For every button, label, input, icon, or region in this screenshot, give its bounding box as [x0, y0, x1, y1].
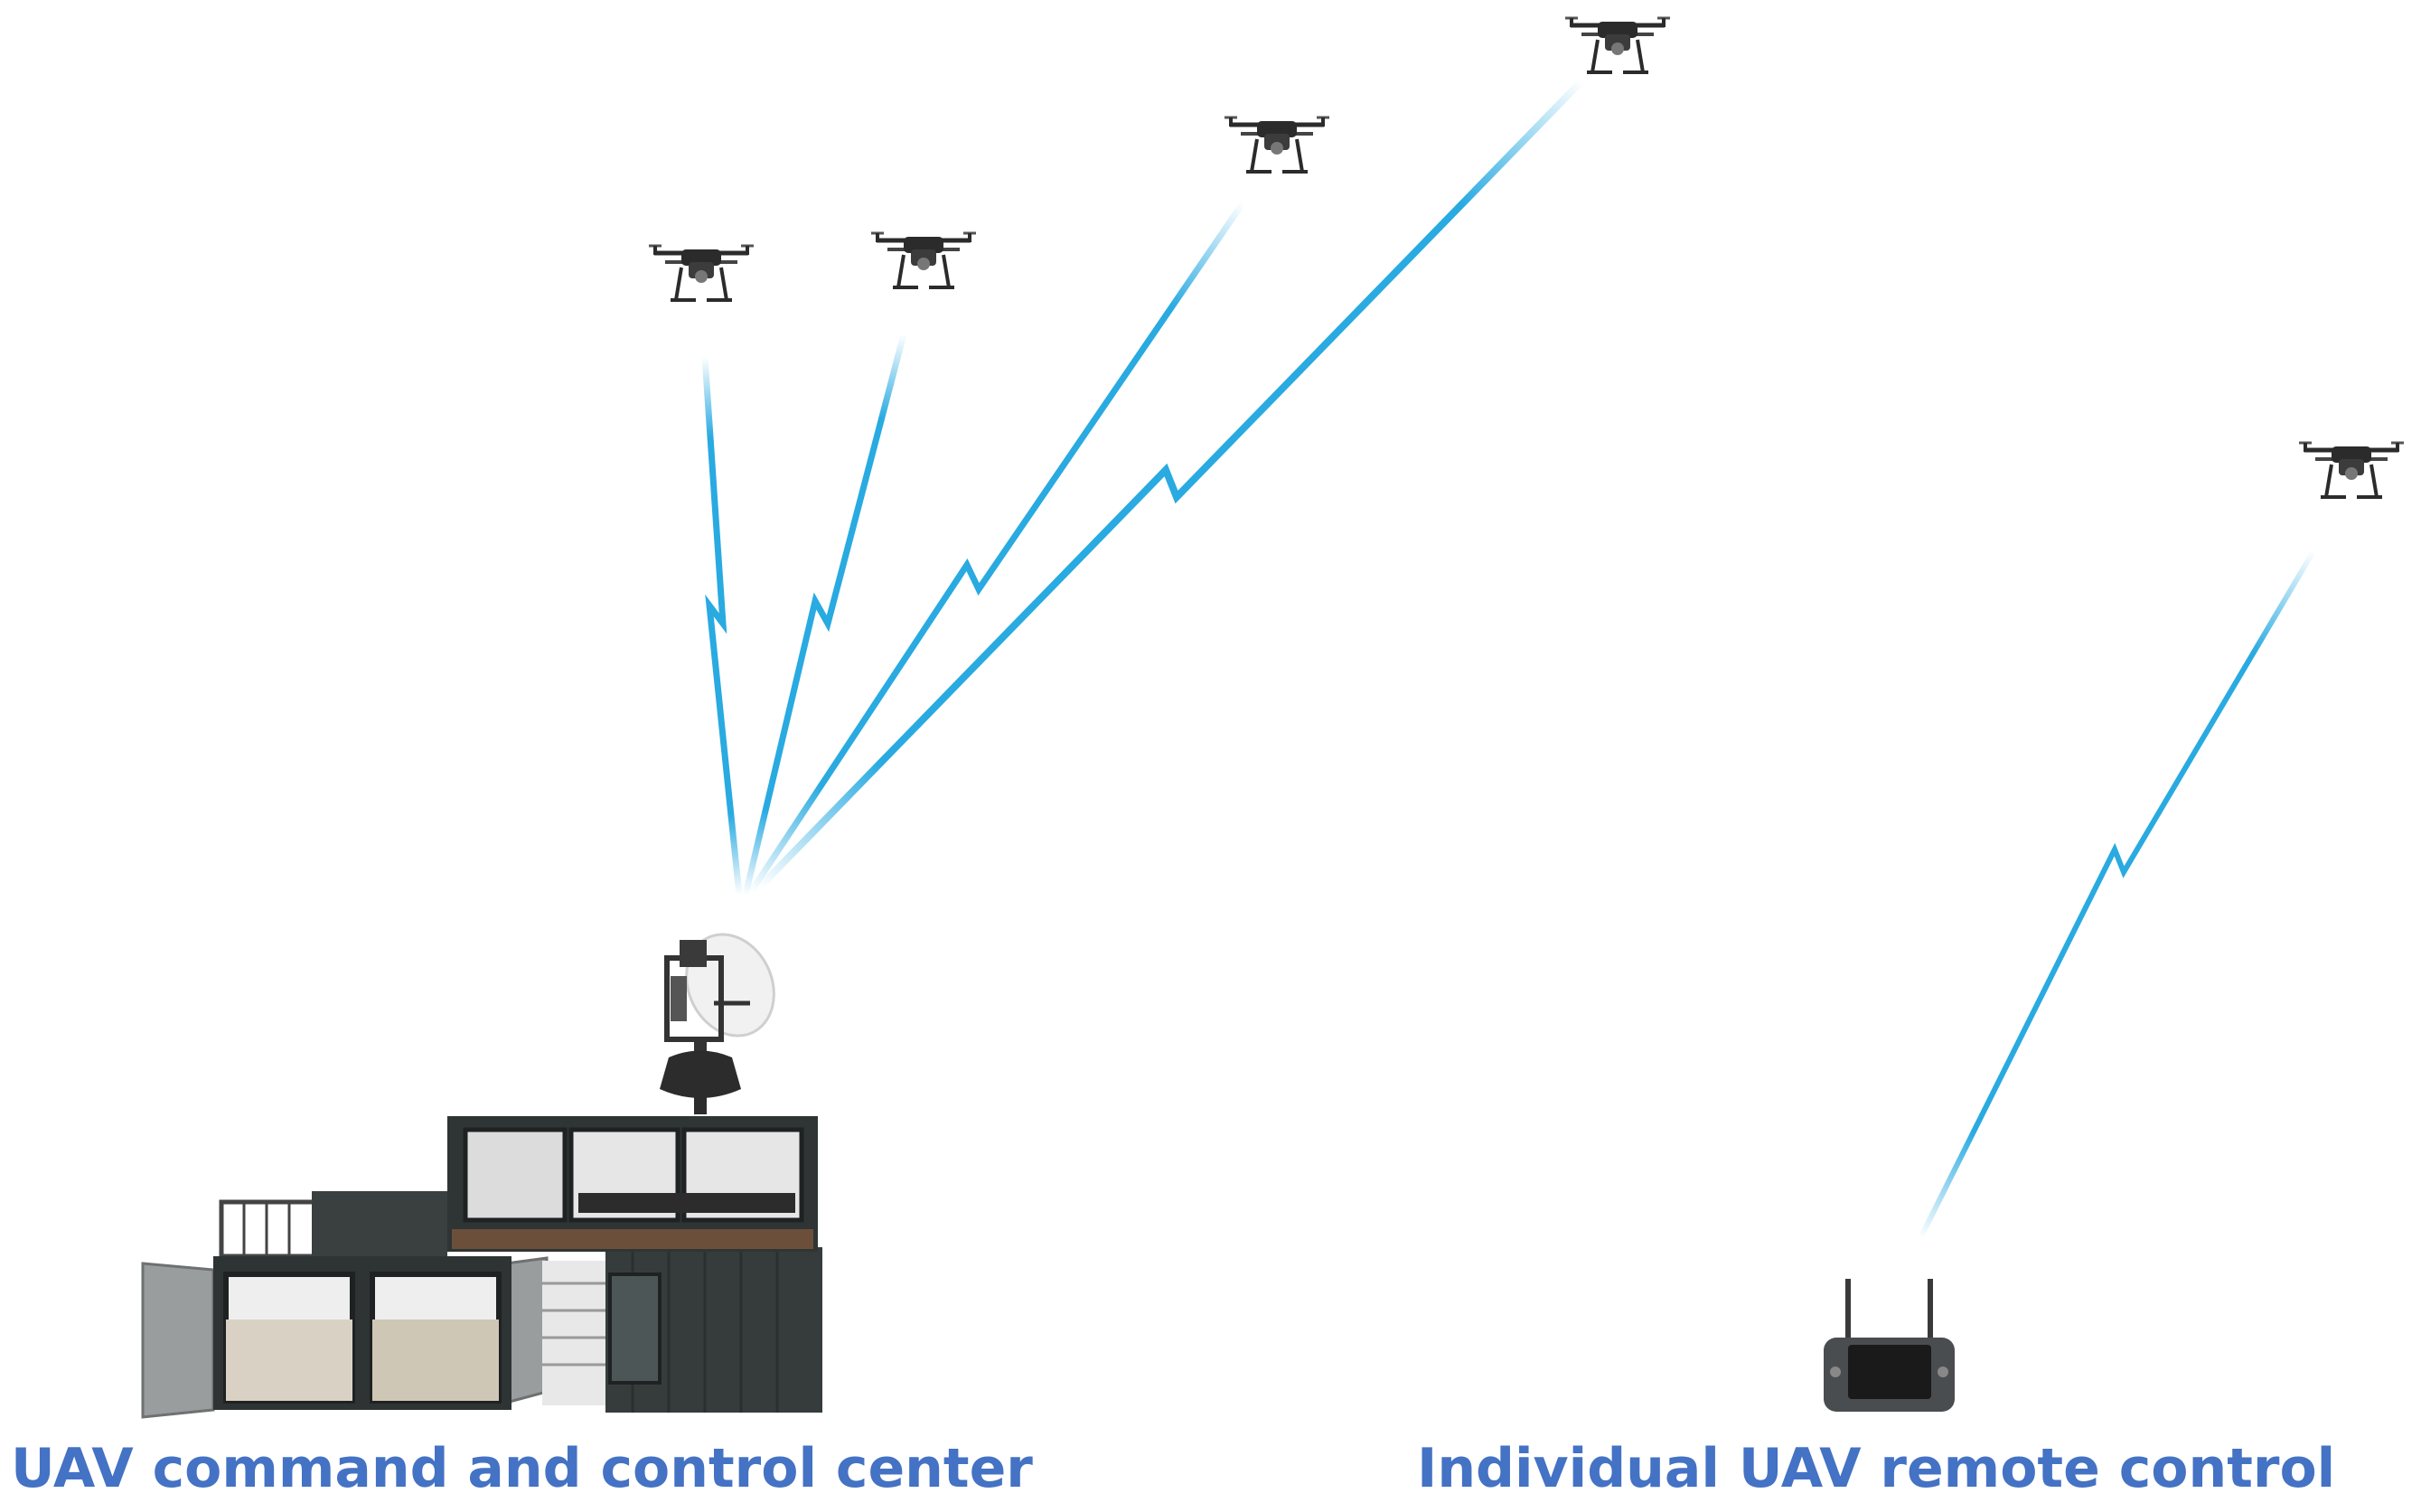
- signal-link-5: [1918, 549, 2316, 1240]
- signal-link-2: [742, 333, 907, 896]
- signal-link-3: [749, 202, 1245, 892]
- satellite-dish-antenna-icon: [660, 933, 775, 1114]
- drone-icon: [871, 233, 976, 287]
- drone-icon: [649, 246, 754, 300]
- remote-control-label: Individual UAV remote control: [1417, 1437, 2336, 1500]
- drone-icon: [1565, 18, 1670, 72]
- signal-link-1: [701, 356, 743, 896]
- drone-icon: [1225, 117, 1329, 172]
- container-building-icon: [141, 1116, 822, 1419]
- signal-link-4: [758, 79, 1584, 888]
- signal-links: [701, 79, 2316, 1240]
- drone-icon: [2299, 443, 2404, 497]
- command-center-label: UAV command and control center: [11, 1437, 1033, 1500]
- drones: [649, 18, 2404, 497]
- remote-controller-icon: [1824, 1279, 1955, 1412]
